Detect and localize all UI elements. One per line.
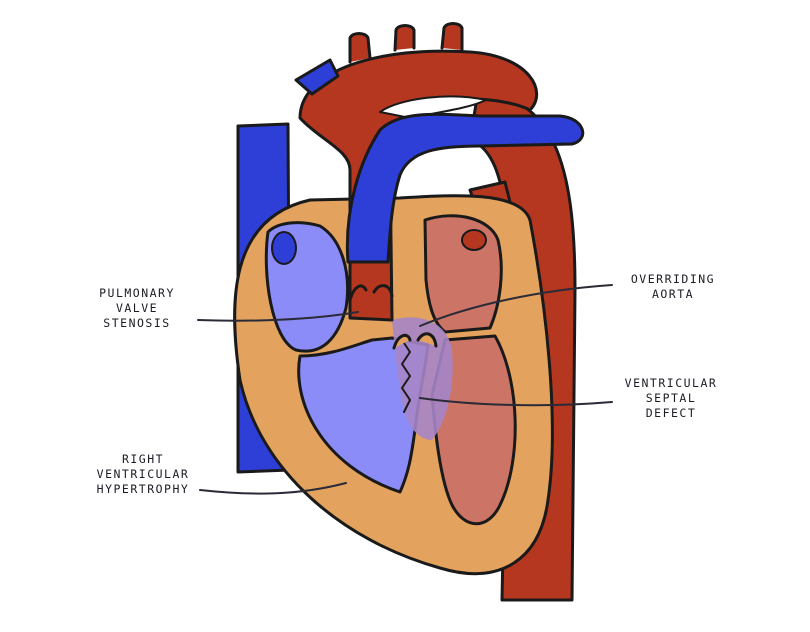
label-line: VALVE (72, 301, 202, 316)
right-atrium-opening (272, 232, 296, 264)
label-line: AORTA (608, 287, 738, 302)
label-line: VENTRICULAR (78, 467, 208, 482)
label-line: VENTRICULAR (606, 376, 736, 391)
label-line: RIGHT (78, 452, 208, 467)
label-line: DEFECT (606, 406, 736, 421)
left-atrium-opening (462, 230, 486, 250)
label-line: OVERRIDING (608, 272, 738, 287)
label-line: SEPTAL (606, 391, 736, 406)
label-line: STENOSIS (72, 316, 202, 331)
label-overriding-aorta: OVERRIDING AORTA (608, 272, 738, 302)
label-line: PULMONARY (72, 286, 202, 301)
left-atrium (425, 216, 501, 332)
label-ventricular-septal-defect: VENTRICULAR SEPTAL DEFECT (606, 376, 736, 421)
label-line: HYPERTROPHY (78, 482, 208, 497)
label-right-ventricular-hypertrophy: RIGHT VENTRICULAR HYPERTROPHY (78, 452, 208, 497)
label-pulmonary-valve-stenosis: PULMONARY VALVE STENOSIS (72, 286, 202, 331)
